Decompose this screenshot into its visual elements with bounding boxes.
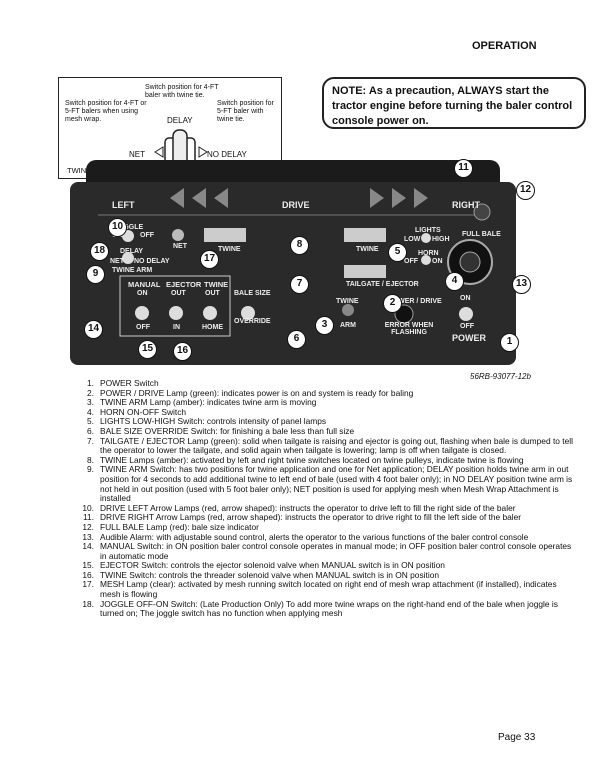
callout-12: 12 — [516, 181, 535, 200]
legend-item: 4.HORN ON-OFF Switch — [87, 406, 187, 417]
callout-8: 8 — [290, 236, 309, 255]
label-right: RIGHT — [452, 200, 480, 210]
callout-4: 4 — [445, 272, 464, 291]
legend-item: 3.TWINE ARM Lamp (amber): indicates twin… — [87, 397, 317, 408]
label-net: NET — [173, 243, 187, 250]
callout-13: 13 — [512, 275, 531, 294]
label-5ft-twine: Switch position for 5-FT baler with twin… — [217, 100, 274, 123]
callout-18: 18 — [90, 242, 109, 261]
label-power-drive: POWER / DRIVE — [388, 298, 442, 305]
label-manual: MANUAL — [128, 280, 161, 289]
label-ejector-out: OUT — [171, 290, 186, 297]
legend-list: 1.POWER Switch 2.POWER / DRIVE Lamp (gre… — [78, 378, 578, 619]
label-ejector: EJECTOR — [166, 280, 202, 289]
pos-delay-label: DELAY — [167, 116, 193, 125]
label-low: LOW — [404, 236, 421, 243]
label-power-on: ON — [460, 295, 471, 302]
label-high: HIGH — [432, 236, 450, 243]
callout-2: 2 — [383, 294, 402, 313]
legend-item: 2.POWER / DRIVE Lamp (green): indicates … — [87, 387, 414, 398]
label-twine-left: TWINE — [218, 246, 241, 253]
label-horn-on: ON — [432, 258, 443, 265]
label-ejector-in: IN — [173, 324, 180, 331]
callout-6: 6 — [287, 330, 306, 349]
legend-item: 16.TWINE Switch: controls the threader s… — [82, 569, 440, 580]
legend-item: 17.MESH Lamp (clear): activated by mesh … — [82, 579, 557, 600]
label-twine-out: OUT — [205, 290, 220, 297]
legend-item: 5.LIGHTS LOW-HIGH Switch: controls inten… — [87, 416, 327, 427]
legend-item: 6.BALE SIZE OVERRIDE Switch: for finishi… — [87, 425, 355, 436]
label-power-off: OFF — [460, 323, 474, 330]
callout-10: 10 — [108, 218, 127, 237]
callout-7: 7 — [290, 275, 309, 294]
label-twine-right: TWINE — [356, 246, 379, 253]
pos-no-delay-label: NO DELAY — [207, 150, 247, 159]
label-full-bale: FULL BALE — [462, 231, 501, 238]
label-manual-on: ON — [137, 290, 148, 297]
legend-item: 15.EJECTOR Switch: controls the ejector … — [82, 560, 445, 571]
label-drive: DRIVE — [282, 200, 310, 210]
label-lights: LIGHTS — [415, 227, 441, 234]
label-arm: ARM — [340, 322, 356, 329]
label-no-delay: NO DELAY — [134, 258, 170, 265]
legend-item: 8.TWINE Lamps (amber): activated by left… — [87, 454, 524, 465]
toggle-switch-icon — [154, 129, 208, 167]
page-number: Page 33 — [498, 732, 536, 743]
callout-3: 3 — [315, 316, 334, 335]
pos-net-label: NET — [129, 150, 145, 159]
label-joggle: JOGGLE — [114, 224, 144, 231]
label-override: OVERRIDE — [234, 318, 271, 325]
callout-1: 1 — [500, 333, 519, 352]
label-twine-home: HOME — [202, 324, 223, 331]
callout-16: 16 — [173, 342, 192, 361]
legend-item: 9.TWINE ARM Switch: has two positions fo… — [87, 464, 573, 504]
callout-11: 11 — [454, 159, 473, 178]
legend-item: 10.DRIVE LEFT Arrow Lamps (red, arrow sh… — [82, 502, 516, 513]
callout-14: 14 — [84, 320, 103, 339]
label-bale-size: BALE SIZE — [234, 290, 271, 297]
legend-item: 18.JOGGLE OFF-ON Switch: (Late Productio… — [82, 598, 558, 619]
label-power: POWER — [452, 333, 487, 343]
legend-item: 13.Audible Alarm: with adjustable sound … — [82, 531, 529, 542]
legend-item: 1.POWER Switch — [87, 378, 159, 388]
legend-item: 7.TAILGATE / EJECTOR Lamp (green): solid… — [87, 435, 573, 456]
legend-item: 11.DRIVE RIGHT Arrow Lamps (red, arrow s… — [82, 512, 522, 523]
label-mesh-wrap: Switch position for 4-FT or 5-FT balers … — [65, 100, 147, 123]
figure-reference: 56RB-93077-12b — [470, 372, 531, 381]
precaution-note: NOTE: As a precaution, ALWAYS start the … — [322, 77, 586, 129]
console-drawing — [70, 160, 516, 365]
callout-17: 17 — [200, 250, 219, 269]
callout-5: 5 — [388, 243, 407, 262]
legend-item: 12.FULL BALE Lamp (red): bale size indic… — [82, 521, 259, 532]
callout-9: 9 — [86, 265, 105, 284]
label-joggle-off: OFF — [140, 232, 154, 239]
label-error-when-flashing: ERROR WHEN FLASHING — [384, 322, 434, 336]
label-manual-off: OFF — [136, 324, 150, 331]
section-heading: OPERATION — [472, 40, 537, 52]
legend-item: 14.MANUAL Switch: in ON position baler c… — [82, 541, 572, 561]
label-horn: HORN — [418, 250, 439, 257]
label-twine-switch: TWINE — [204, 280, 229, 289]
label-tailgate-ejector: TAILGATE / EJECTOR — [346, 281, 419, 288]
label-4ft-twine: Switch position for 4-FT baler with twin… — [145, 84, 219, 99]
label-horn-off: OFF — [404, 258, 418, 265]
label-net-2: NET — [110, 258, 124, 265]
label-delay: DELAY — [120, 248, 144, 255]
label-twine-lamp: TWINE — [336, 298, 359, 305]
label-left: LEFT — [112, 200, 135, 210]
callout-15: 15 — [138, 340, 157, 359]
label-twine-arm: TWINE ARM — [112, 267, 153, 274]
